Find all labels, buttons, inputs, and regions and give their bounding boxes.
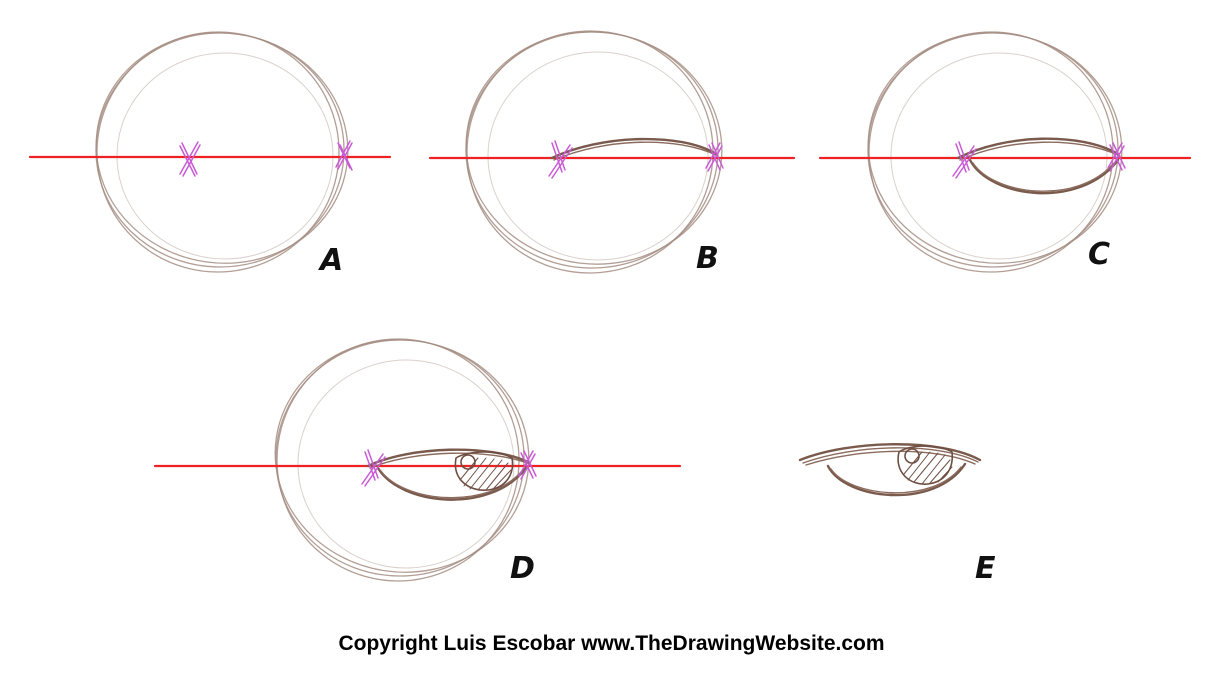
step-e-iris (897, 445, 953, 485)
step-b-label: B (696, 241, 719, 276)
step-e-lower-eyelid (826, 462, 967, 497)
step-d-iris (454, 451, 514, 491)
step-d-label: D (510, 551, 535, 586)
step-b-panel: B (428, 30, 796, 276)
step-d-lower-eyelid (376, 466, 528, 501)
step-d-inner-mark (361, 449, 386, 487)
step-e-panel: E (798, 443, 996, 586)
step-e-upper-eyelid (798, 443, 982, 466)
step-b-upper-eyelid (550, 137, 719, 161)
copyright-notice: Copyright Luis Escobar www.TheDrawingWeb… (338, 632, 885, 655)
step-a-label: A (318, 243, 343, 278)
step-d-upper-eyelid (366, 448, 531, 469)
step-c-inner-mark (952, 141, 977, 179)
step-b-outer-mark (705, 142, 724, 172)
step-c-panel: C (818, 31, 1192, 273)
step-e-label: E (975, 551, 996, 586)
step-a-inner-mark (179, 141, 201, 177)
step-b-inner-mark (548, 140, 573, 179)
step-a-outer-mark (335, 140, 353, 171)
step-d-panel: D (153, 338, 682, 586)
step-c-label: C (1088, 237, 1110, 272)
step-c-outer-mark (1107, 142, 1126, 172)
step-a-panel: A (28, 31, 392, 278)
step-c-lower-eyelid (968, 158, 1120, 195)
step-d-outer-mark (518, 450, 537, 480)
step-b-guide-circle (465, 30, 723, 274)
step-c-upper-eyelid (956, 137, 1121, 161)
